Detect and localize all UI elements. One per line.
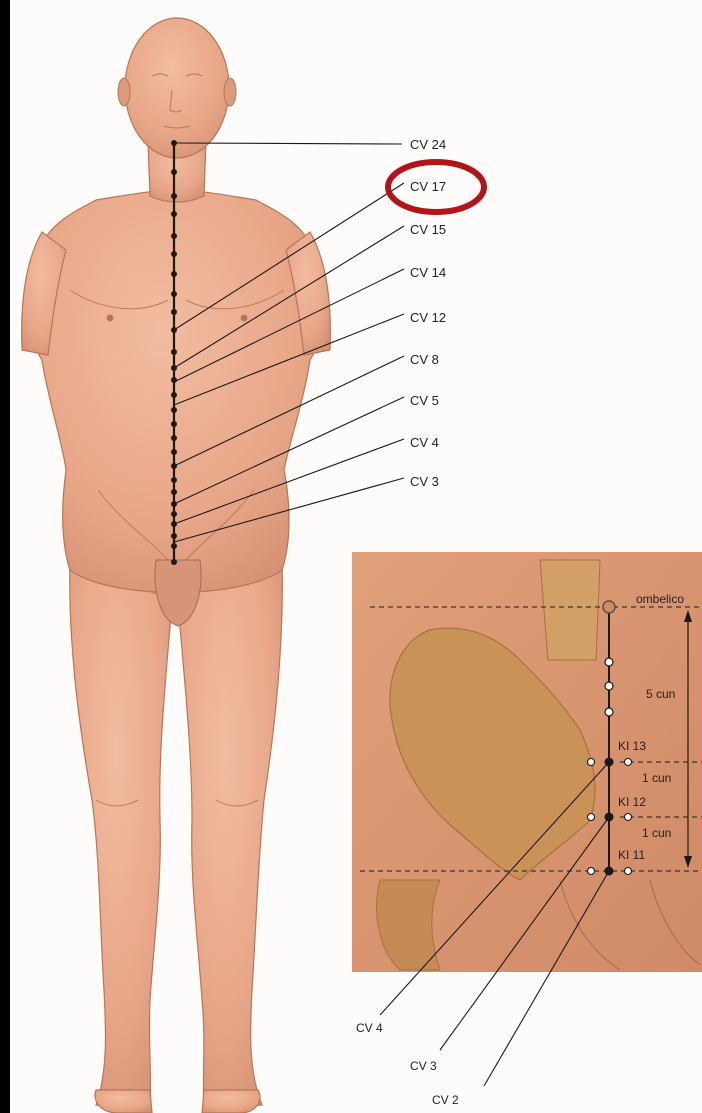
measure-label: 1 cun — [642, 771, 671, 785]
bottom-point-label: CV 3 — [410, 1059, 437, 1073]
open-point — [605, 682, 613, 690]
meridian-point — [171, 193, 177, 199]
meridian-point — [171, 559, 177, 565]
meridian-point — [171, 291, 177, 297]
meridian-point — [171, 392, 177, 398]
left-foot — [202, 1090, 260, 1113]
meridian-point — [171, 489, 177, 495]
meridian-point — [171, 533, 177, 539]
meridian-point — [171, 211, 177, 217]
measure-label: 1 cun — [642, 826, 671, 840]
meridian-point — [171, 349, 177, 355]
open-point — [605, 658, 613, 666]
meridian-point — [171, 309, 177, 315]
meridian-point — [171, 233, 177, 239]
kidney-point-label: KI 13 — [618, 739, 646, 753]
open-point — [605, 708, 613, 716]
point-label: CV 24 — [410, 137, 446, 152]
meridian-point — [171, 251, 177, 257]
measure-label: 5 cun — [646, 687, 675, 701]
meridian-point — [171, 477, 177, 483]
ki-point-right — [588, 814, 595, 821]
point-label: CV 8 — [410, 352, 439, 367]
meridian-point — [171, 511, 177, 517]
point-label: CV 5 — [410, 393, 439, 408]
meridian-point — [171, 421, 177, 427]
sacrum — [540, 560, 600, 660]
ki-point-right — [588, 759, 595, 766]
ki-point-left — [625, 868, 632, 875]
ki-point-left — [625, 759, 632, 766]
meridian-point — [171, 407, 177, 413]
point-label: CV 3 — [410, 474, 439, 489]
point-label: CV 15 — [410, 222, 446, 237]
ki-point-right — [588, 868, 595, 875]
meridian-point — [171, 543, 177, 549]
kidney-point-label: KI 11 — [618, 848, 645, 862]
meridian-point — [171, 271, 177, 277]
meridian-point — [171, 169, 177, 175]
ki-point-left — [625, 814, 632, 821]
right-foot — [95, 1090, 152, 1113]
navel-point — [603, 601, 615, 613]
point-label: CV 17 — [410, 179, 446, 194]
left-frame-border — [0, 0, 10, 1113]
bottom-point-label: CV 2 — [432, 1093, 459, 1107]
point-label: CV 14 — [410, 265, 446, 280]
point-label: CV 12 — [410, 310, 446, 325]
meridian-point — [171, 435, 177, 441]
meridian-point — [171, 377, 177, 383]
bottom-point-label: CV 4 — [356, 1021, 383, 1035]
kidney-point-label: KI 12 — [618, 795, 646, 809]
point-label: CV 4 — [410, 435, 439, 450]
torso — [31, 190, 320, 593]
meridian-point — [171, 449, 177, 455]
navel-label: ombelico — [636, 592, 684, 606]
head — [125, 18, 229, 158]
